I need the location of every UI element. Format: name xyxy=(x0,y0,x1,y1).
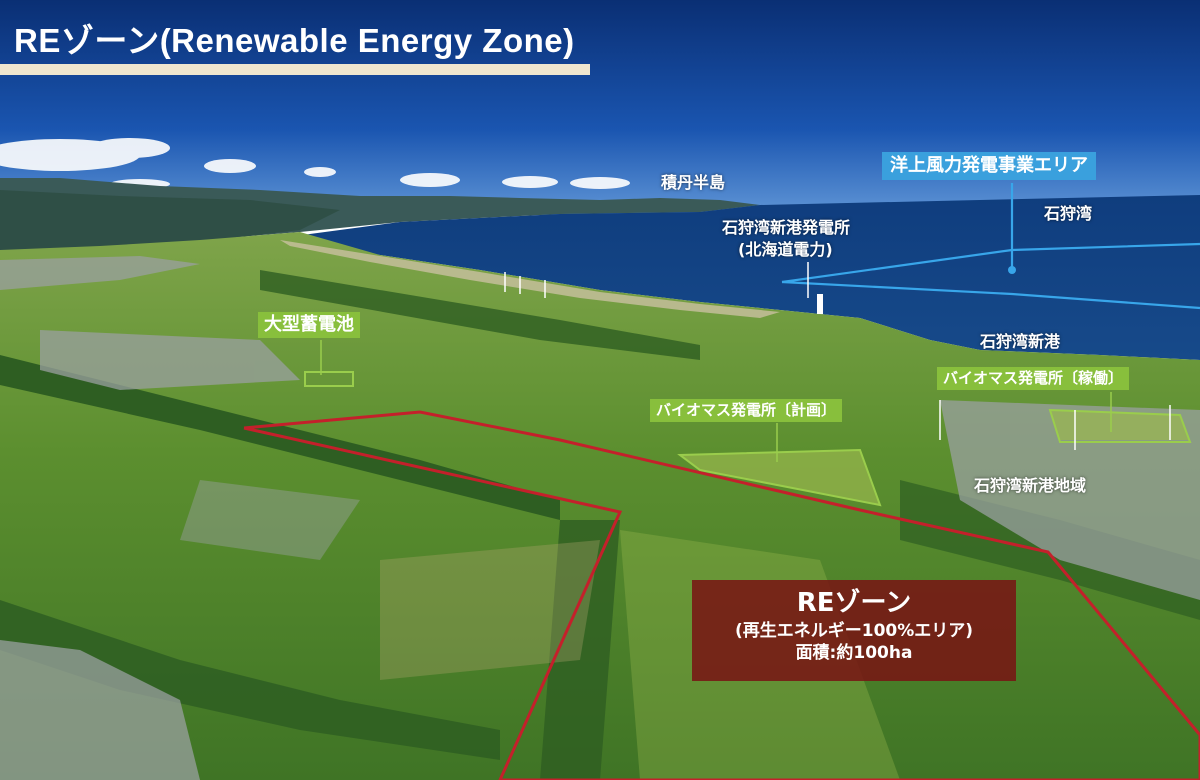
urban-areas xyxy=(0,256,1200,780)
re-zone-info-box: REゾーン (再生エネルギー100%エリア) 面積:約100ha xyxy=(692,580,1016,681)
offshore-wind-marker xyxy=(1008,266,1016,274)
label-ishikari-new-port: 石狩湾新港 xyxy=(980,332,1061,351)
biomass-operating-outline xyxy=(1048,408,1192,443)
re-zone-subtitle: (再生エネルギー100%エリア) xyxy=(734,620,974,641)
label-large-battery: 大型蓄電池 xyxy=(258,312,360,338)
re-zone-outline xyxy=(243,410,1200,780)
label-biomass-operating: バイオマス発電所〔稼働〕 xyxy=(937,367,1130,390)
mountain-near xyxy=(0,190,340,256)
label-power-plant-owner: (北海道電力) xyxy=(738,240,833,259)
page-title: REゾーン(Renewable Energy Zone) xyxy=(14,22,575,59)
label-offshore-wind-area: 洋上風力発電事業エリア xyxy=(882,152,1096,180)
power-plant-stack xyxy=(817,294,823,314)
re-zone-area: 面積:約100ha xyxy=(795,643,913,664)
label-biomass-planned: バイオマス発電所〔計画〕 xyxy=(650,399,843,422)
biomass-planned-outline xyxy=(677,448,882,507)
page-title-banner: REゾーン(Renewable Energy Zone) xyxy=(0,0,590,76)
label-new-port-district: 石狩湾新港地域 xyxy=(974,476,1087,495)
label-ishikari-bay: 石狩湾 xyxy=(1044,204,1093,223)
battery-site-outline xyxy=(304,371,354,387)
offshore-wind-area-outline xyxy=(781,183,1200,310)
wind-turbines xyxy=(504,272,1171,450)
title-underline xyxy=(0,64,590,75)
label-power-plant-name: 石狩湾新港発電所 xyxy=(722,218,851,237)
label-shakotan-peninsula: 積丹半島 xyxy=(661,173,726,192)
sea xyxy=(280,195,1200,360)
beach xyxy=(280,240,780,318)
clouds xyxy=(0,138,630,189)
re-zone-title: REゾーン xyxy=(796,588,912,618)
